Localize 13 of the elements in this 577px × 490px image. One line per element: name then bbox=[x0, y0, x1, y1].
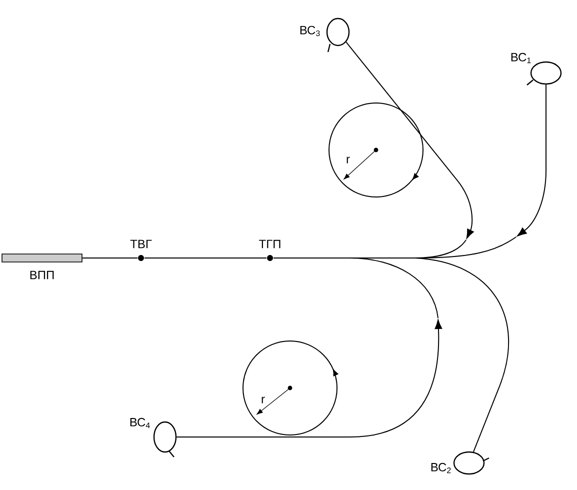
runway-label: ВПП bbox=[30, 270, 54, 280]
radius-label: r bbox=[346, 156, 350, 164]
point-label: ТГП bbox=[259, 240, 280, 248]
aircraft-label: ВС$_{1}$ bbox=[511, 52, 531, 64]
radius-label: r bbox=[262, 396, 265, 404]
point-label: ТВГ bbox=[130, 240, 152, 248]
flight-path bbox=[273, 258, 510, 452]
flight-path bbox=[176, 320, 442, 438]
aircraft-label: ВС$_{3}$ bbox=[300, 26, 320, 36]
flight-path bbox=[517, 84, 546, 236]
aircraft-label: ВС$_{2}$ bbox=[431, 462, 451, 474]
flight-path bbox=[346, 42, 474, 239]
aircraft-label: ВС$_{4}$ bbox=[130, 418, 150, 428]
